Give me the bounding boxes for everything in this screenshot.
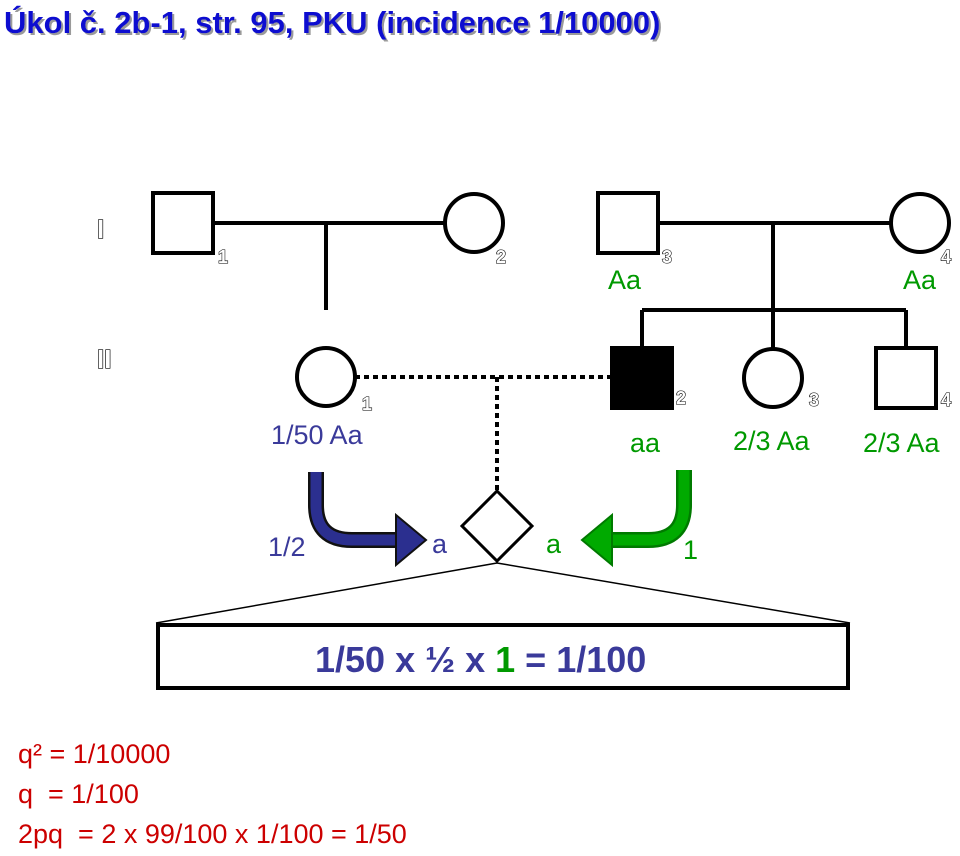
individual-II2-affected-male-symbol xyxy=(610,346,674,410)
paternal-allele-label: a xyxy=(546,529,562,559)
callout-line-right xyxy=(496,562,851,624)
individual-II2-number: 2 xyxy=(676,388,686,408)
generation-label-I: I xyxy=(97,214,104,244)
hw-line-2pq: 2pq = 2 x 99/100 x 1/100 = 1/50 xyxy=(18,819,407,849)
individual-I2-female-symbol xyxy=(443,192,505,254)
individual-II3-female-symbol xyxy=(742,347,804,409)
individual-I3-male-symbol xyxy=(596,191,660,255)
maternal-allele-arrow xyxy=(310,472,398,546)
offspring-unknown-sex-symbol xyxy=(459,488,535,564)
individual-I3-number: 3 xyxy=(662,247,672,267)
individual-I4-female-symbol xyxy=(889,192,951,254)
individual-I2-number: 2 xyxy=(496,247,506,267)
individual-I4-number: 4 xyxy=(941,247,951,267)
maternal-allele-label: a xyxy=(432,529,448,559)
individual-II1-number: 1 xyxy=(362,394,372,414)
probability-equation: 1/50 x ½ x 1 = 1/100 xyxy=(315,639,646,680)
paternal-allele-arrow-head xyxy=(580,512,613,568)
individual-II4-genotype: 2/3 Aa xyxy=(863,428,941,458)
individual-II1-genotype: 1/50 Aa xyxy=(271,420,364,450)
individual-I1-male-symbol xyxy=(151,191,215,255)
paternal-allele-arrow xyxy=(610,470,690,546)
individual-II3-genotype: 2/3 Aa xyxy=(733,426,811,456)
individual-II2-genotype: aa xyxy=(630,428,661,458)
individual-II4-male-symbol xyxy=(874,346,938,410)
callout-line-left xyxy=(155,562,498,624)
individual-I4-genotype: Aa xyxy=(903,265,937,295)
individual-I3-genotype: Aa xyxy=(608,265,642,295)
probability-equation-box xyxy=(156,623,850,690)
page-title: Úkol č. 2b-1, str. 95, PKU (incidence 1/… xyxy=(4,4,660,40)
paternal-transmission-probability: 1 xyxy=(683,535,698,565)
maternal-transmission-probability: 1/2 xyxy=(268,532,306,562)
individual-II4-number: 4 xyxy=(941,390,951,410)
individual-II1-female-symbol xyxy=(295,346,357,408)
generation-label-II: II xyxy=(97,344,111,374)
individual-II3-number: 3 xyxy=(809,390,819,410)
individual-I1-number: 1 xyxy=(218,247,228,267)
hw-line-q: q = 1/100 xyxy=(18,779,139,809)
maternal-allele-arrow-head xyxy=(395,512,428,568)
hw-line-q-squared: q² = 1/10000 xyxy=(18,739,170,769)
